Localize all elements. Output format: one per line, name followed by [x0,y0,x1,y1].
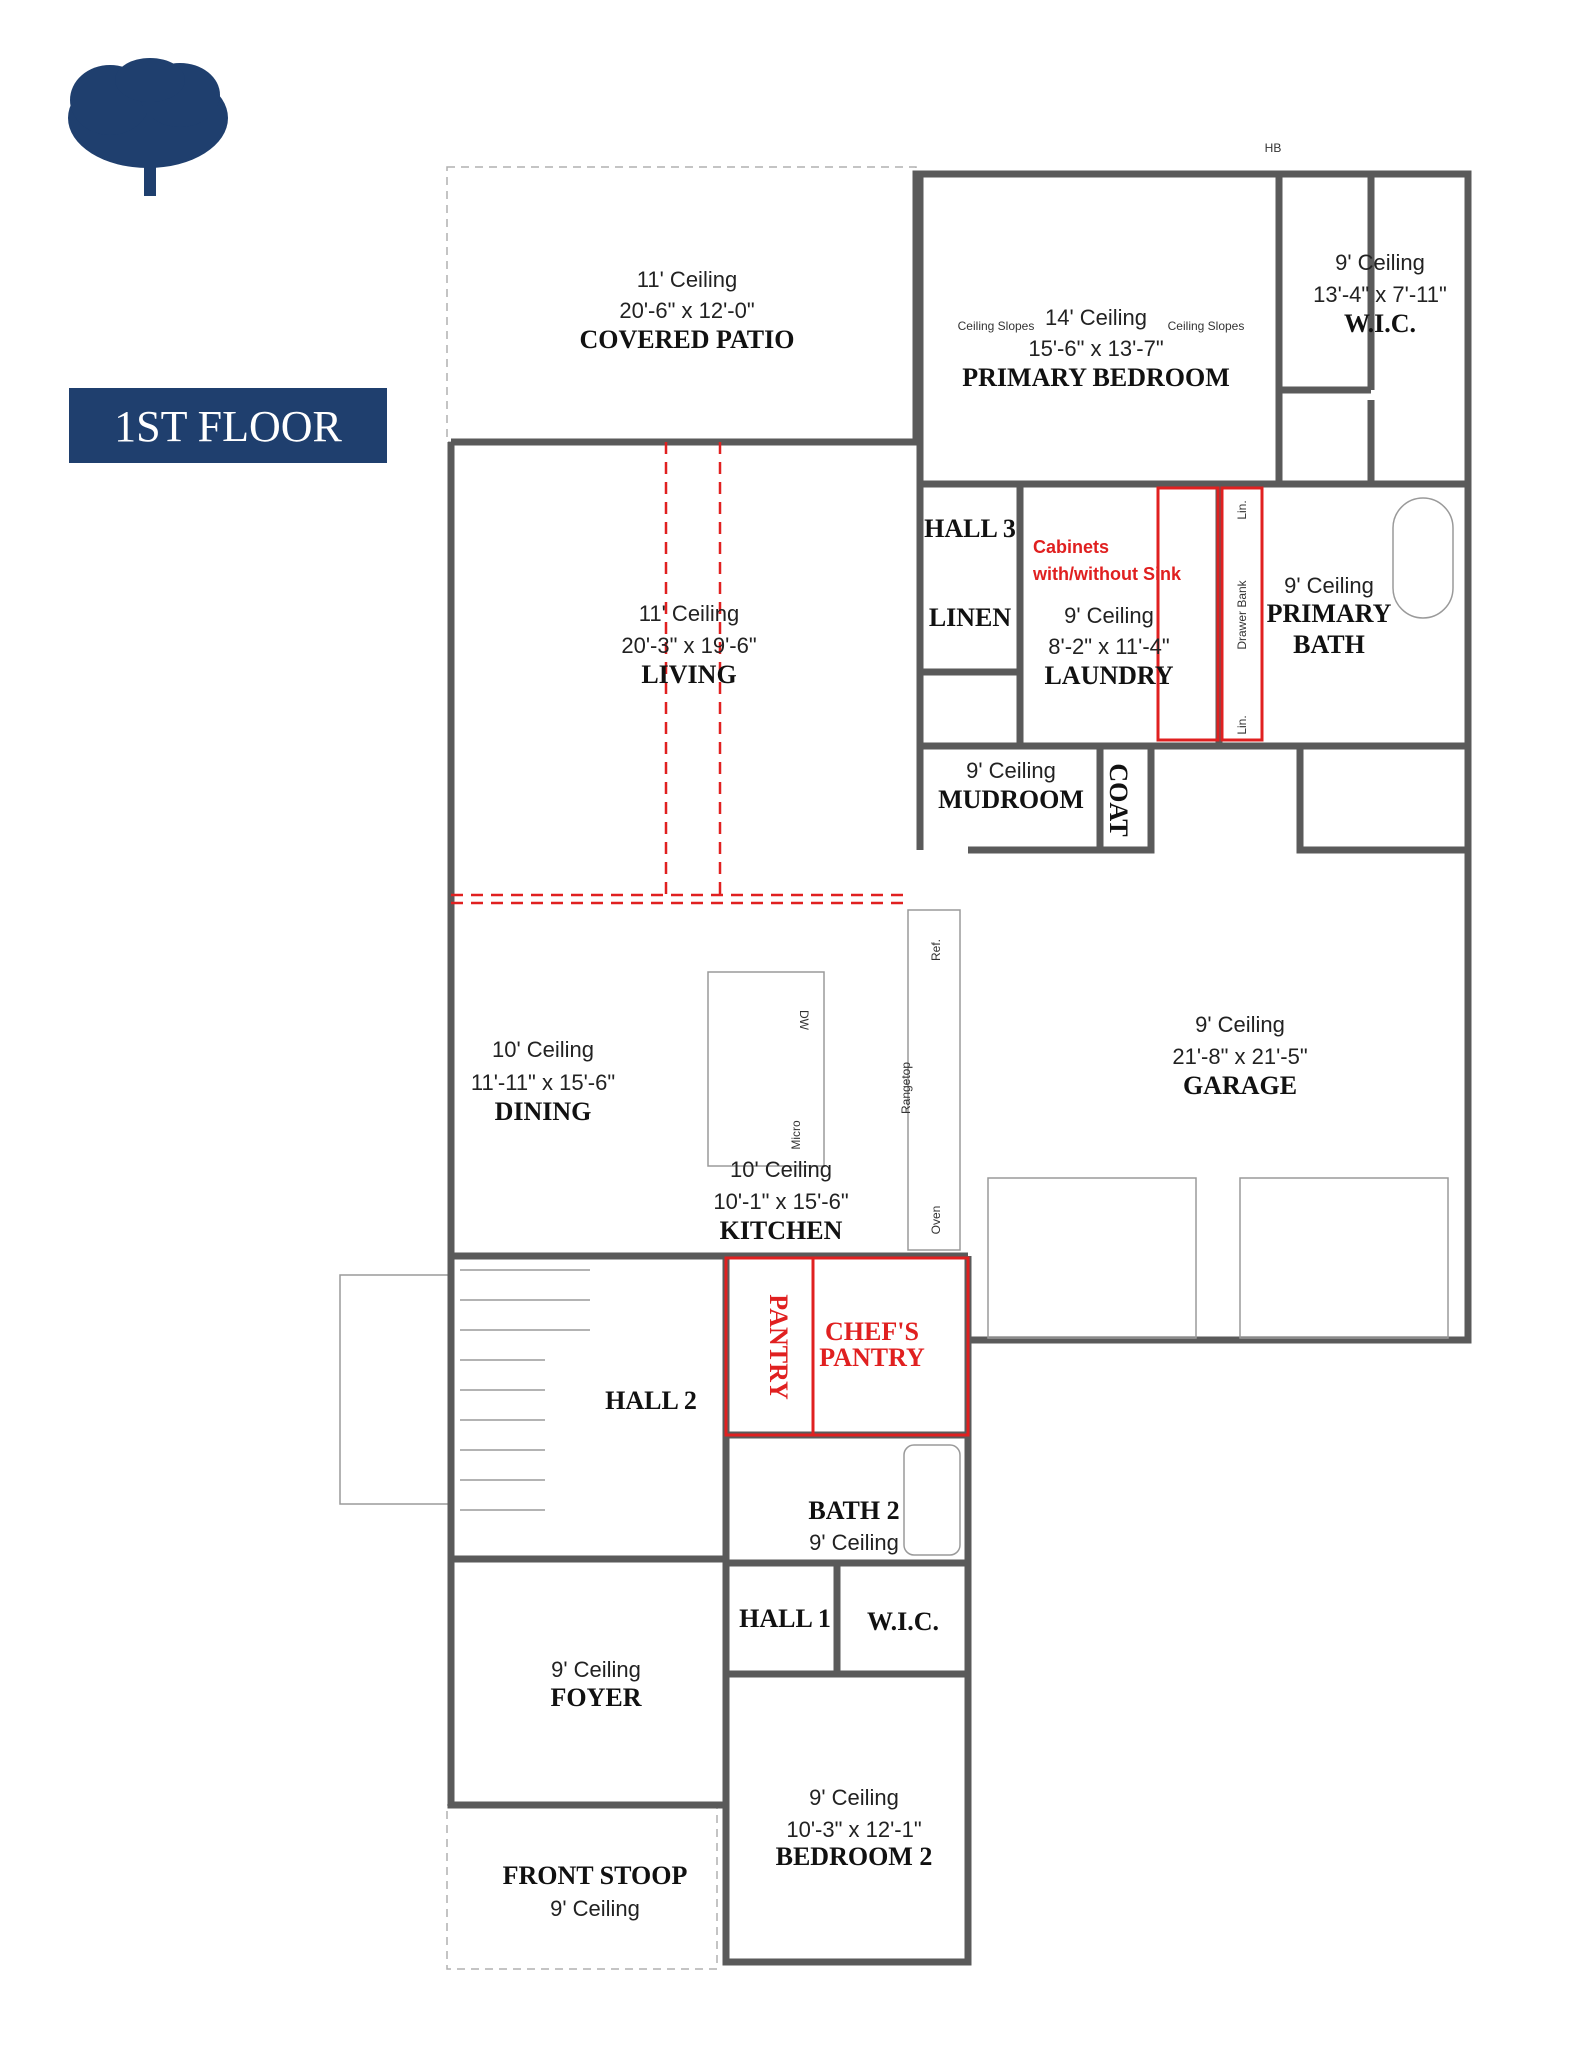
room-name: FOYER [551,1683,642,1712]
room-name: LIVING [641,660,736,689]
ceiling-slope-note: Ceiling Slopes [958,319,1035,333]
kitchen-island [707,971,825,1167]
refrigerator-label: Ref. [929,939,943,961]
room-dimensions: 8'-2" x 11'-4" [1048,634,1169,659]
bath2-tub [903,1444,961,1556]
room-name: CHEF'S [825,1317,919,1346]
garage-label: 9' Ceiling 21'-8" x 21'-5" GARAGE [1172,1012,1307,1100]
room-name: BEDROOM 2 [776,1842,933,1871]
ceiling-beam-lines [451,442,905,905]
ceiling-height: 9' Ceiling [1195,1012,1285,1037]
covered-patio-label: 11' Ceiling 20'-6" x 12'-0" COVERED PATI… [580,267,795,354]
room-name: FRONT STOOP [503,1861,688,1890]
room-name: GARAGE [1183,1071,1297,1100]
pantry-option-outline [724,486,1264,1437]
primary-bath-label: 9' Ceiling PRIMARY BATH Lin. Lin. Drawer… [1235,500,1392,734]
primary-bedroom-label: 14' Ceiling 15'-6" x 13'-7" PRIMARY BEDR… [958,305,1245,392]
linen-cabinet-label: Lin. [1235,500,1249,519]
room-name: PRIMARY BEDROOM [962,363,1230,392]
hall3-label: HALL 3 [924,514,1016,543]
cabinet-note: Cabinets [1033,537,1109,557]
ceiling-height: 9' Ceiling [809,1785,899,1810]
foyer-label: 9' Ceiling FOYER [551,1657,642,1712]
ceiling-height: 11' Ceiling [639,601,739,626]
room-dimensions: 10'-1" x 15'-6" [713,1189,848,1214]
hall1-label: HALL 1 [739,1604,831,1633]
floor-title-badge: 1ST FLOOR [69,388,387,463]
ceiling-height: 9' Ceiling [966,758,1056,783]
room-dimensions: 21'-8" x 21'-5" [1172,1044,1307,1069]
bedroom2-label: 9' Ceiling 10'-3" x 12'-1" BEDROOM 2 [776,1785,933,1871]
mudroom-label: 9' Ceiling MUDROOM [938,758,1084,814]
room-name: W.I.C. [1344,309,1416,338]
ceiling-height: 10' Ceiling [492,1037,594,1062]
front-stoop-label: FRONT STOOP 9' Ceiling [503,1861,688,1921]
garage-door-right [1239,1177,1449,1339]
room-name: KITCHEN [720,1216,843,1245]
drawer-bank-label: Drawer Bank [1235,579,1249,649]
cabinet-note: with/without Sink [1032,564,1182,584]
wic2-label: W.I.C. [867,1607,939,1636]
ceiling-height: 9' Ceiling [809,1530,899,1555]
dining-label: 10' Ceiling 11'-11" x 15'-6" DINING [471,1037,615,1126]
pantry-label: PANTRY [764,1294,793,1400]
linen-label: LINEN [929,603,1012,632]
linen-cabinet-label: Lin. [1235,715,1249,734]
room-name: LAUNDRY [1044,661,1173,690]
room-dimensions: 10'-3" x 12'-1" [786,1817,921,1842]
ceiling-height: 11' Ceiling [637,267,737,292]
kitchen-label: 10' Ceiling 10'-1" x 15'-6" KITCHEN Ref.… [713,939,943,1245]
floor-title: 1ST FLOOR [114,402,342,451]
bath2-label: BATH 2 9' Ceiling [808,1496,899,1555]
coat-label: COAT [1104,763,1133,836]
microwave-label: Micro [789,1120,803,1150]
ceiling-height: 9' Ceiling [1284,573,1374,598]
ceiling-height: 9' Ceiling [1064,603,1154,628]
bathtub [1392,497,1454,619]
room-dimensions: 20'-3" x 19'-6" [621,633,756,658]
room-dimensions: 13'-4" x 7'-11" [1313,282,1447,307]
room-dimensions: 15'-6" x 13'-7" [1028,336,1163,361]
kitchen-counter [907,909,961,1251]
tree-logo-icon [68,58,228,196]
room-name: MUDROOM [938,785,1084,814]
dishwasher-label: DW [797,1010,811,1031]
ceiling-height: 10' Ceiling [730,1157,832,1182]
rangetop-label: Rangetop [899,1062,913,1114]
laundry-label: Cabinets with/without Sink 9' Ceiling 8'… [1032,537,1182,690]
ceiling-height: 9' Ceiling [551,1657,641,1682]
room-name: PRIMARY [1267,599,1392,628]
chefs-pantry-label: CHEF'S PANTRY [819,1317,925,1372]
room-name: BATH [1293,630,1365,659]
room-dimensions: 20'-6" x 12'-0" [619,298,754,323]
room-dimensions: 11'-11" x 15'-6" [471,1070,615,1095]
room-name: DINING [495,1097,592,1126]
ceiling-height: 9' Ceiling [1335,250,1425,275]
oven-label: Oven [929,1206,943,1235]
primary-wic-label: 9' Ceiling 13'-4" x 7'-11" W.I.C. [1313,250,1447,338]
ceiling-height: 9' Ceiling [550,1896,640,1921]
ceiling-slope-note: Ceiling Slopes [1168,319,1245,333]
ceiling-height: 14' Ceiling [1045,305,1147,330]
front-stoop-outline [446,1804,718,1970]
room-name: COVERED PATIO [580,325,795,354]
living-label: 11' Ceiling 20'-3" x 19'-6" LIVING [621,601,756,689]
hose-bib-marker: HB [1265,141,1282,155]
room-name: PANTRY [819,1343,925,1372]
hall2-label: HALL 2 [605,1386,697,1415]
staircase [460,1269,590,1511]
garage-door-left [987,1177,1197,1339]
room-name: BATH 2 [808,1496,899,1525]
side-deck [339,1274,452,1505]
